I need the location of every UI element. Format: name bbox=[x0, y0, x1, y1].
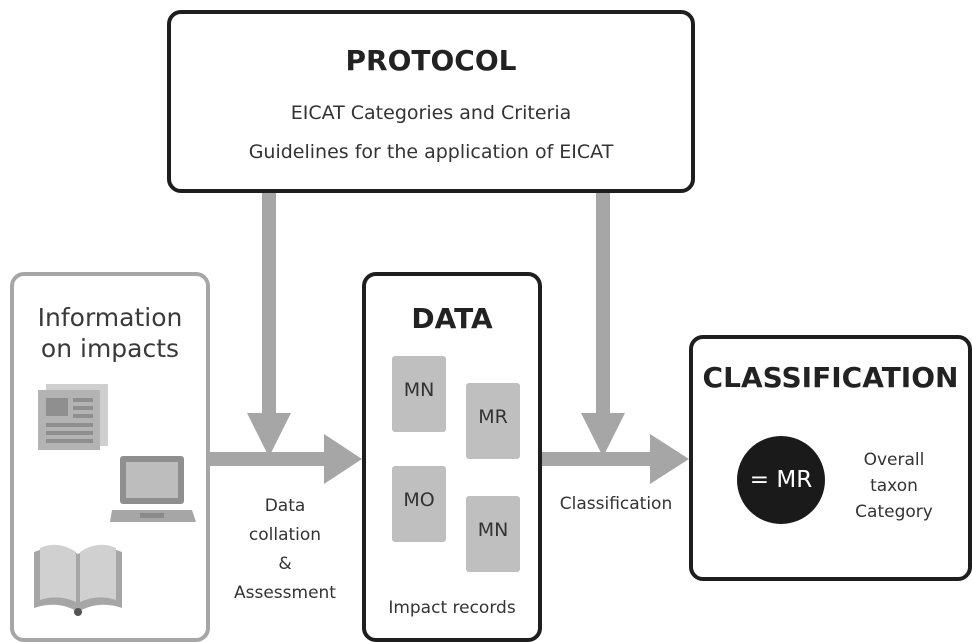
collation-label: Data collation & Assessment bbox=[214, 492, 356, 608]
protocol-to-collation-head bbox=[247, 413, 291, 457]
classification-box: CLASSIFICATION = MR Overall taxon Catego… bbox=[689, 335, 972, 581]
impact-record: MN bbox=[466, 496, 520, 572]
impact-records-caption: Impact records bbox=[388, 598, 516, 618]
result-badge: = MR bbox=[737, 436, 825, 524]
overall-category-label: Overall taxon Category bbox=[839, 447, 949, 525]
info-to-data-shaft bbox=[210, 452, 326, 466]
overall-label-line2: taxon bbox=[870, 476, 918, 496]
classification-title: CLASSIFICATION bbox=[702, 361, 959, 394]
collation-label-line2: collation bbox=[248, 525, 322, 545]
laptop-icon bbox=[110, 456, 196, 522]
impact-record: MO bbox=[392, 466, 446, 542]
protocol-to-classification-head bbox=[581, 413, 625, 457]
protocol-box: PROTOCOL EICAT Categories and Criteria G… bbox=[167, 10, 695, 193]
information-box: Information on impacts bbox=[10, 272, 210, 642]
collation-label-line4: Assessment bbox=[234, 583, 336, 603]
information-title: Information on impacts bbox=[14, 302, 206, 364]
overall-label-line1: Overall bbox=[863, 450, 925, 470]
information-title-line1: Information bbox=[37, 303, 183, 332]
data-title: DATA bbox=[411, 302, 493, 335]
classification-connector-label: Classification bbox=[559, 494, 673, 514]
impact-record: MR bbox=[466, 383, 520, 459]
protocol-to-collation-shaft bbox=[262, 193, 276, 415]
newspaper-icon bbox=[38, 384, 108, 450]
impact-record: MN bbox=[392, 356, 446, 432]
information-title-line2: on impacts bbox=[40, 334, 180, 363]
collation-label-line1: Data bbox=[264, 496, 306, 516]
protocol-line-guidelines: Guidelines for the application of EICAT bbox=[248, 141, 614, 163]
data-to-classification-shaft bbox=[542, 452, 652, 466]
protocol-to-classification-shaft bbox=[596, 193, 610, 415]
protocol-title: PROTOCOL bbox=[345, 44, 517, 77]
protocol-line-categories: EICAT Categories and Criteria bbox=[290, 102, 572, 124]
collation-label-line3: & bbox=[278, 554, 292, 574]
info-to-data-head bbox=[324, 434, 362, 484]
overall-label-line3: Category bbox=[855, 502, 933, 522]
data-box: DATA MN MR MO MN Impact records bbox=[362, 272, 542, 642]
book-icon bbox=[34, 544, 122, 616]
data-to-classification-head bbox=[650, 434, 689, 484]
